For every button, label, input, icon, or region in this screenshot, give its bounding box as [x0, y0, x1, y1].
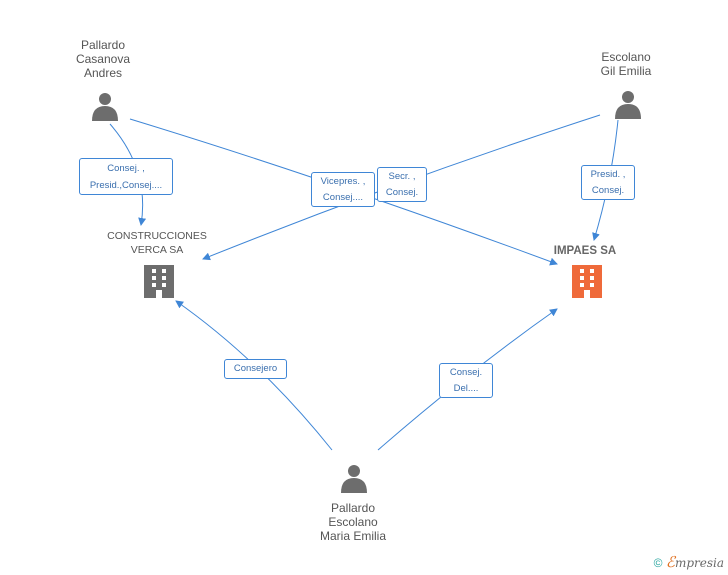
company-name-line: VERCA SA: [130, 244, 184, 256]
building-icon[interactable]: [144, 265, 174, 298]
name-line: Casanova: [75, 52, 131, 66]
relation-casanova-impaes[interactable]: Vicepres. , Consej....: [311, 172, 375, 207]
relation-line: Consej....: [322, 192, 364, 203]
logo-initial: ℰ: [665, 553, 675, 571]
company-label-construcciones-verca[interactable]: CONSTRUCCIONES VERCA SA: [95, 229, 219, 257]
relation-mariaemilia-verca[interactable]: Consejero: [224, 359, 287, 379]
person-label-escolano-gil[interactable]: Escolano Gil Emilia: [578, 50, 674, 78]
name-line: Pallardo: [330, 501, 376, 515]
name-line: Pallardo: [80, 38, 126, 52]
relation-line: Del....: [453, 383, 479, 394]
relation-line: Consej.: [385, 187, 419, 198]
person-icon[interactable]: [92, 93, 118, 121]
person-icon[interactable]: [341, 465, 367, 493]
name-line: Gil Emilia: [600, 64, 652, 78]
name-line: Andres: [83, 66, 123, 80]
building-icon[interactable]: [572, 265, 602, 298]
person-label-pallardo-escolano[interactable]: Pallardo Escolano Maria Emilia: [300, 501, 406, 543]
logo-text: mpresia: [674, 556, 724, 570]
relation-mariaemilia-impaes[interactable]: Consej. Del....: [439, 363, 493, 398]
footer-brand[interactable]: © ℰmpresia: [654, 553, 724, 571]
person-icon[interactable]: [615, 91, 641, 119]
relation-line: Presid.,Consej....: [89, 180, 163, 191]
relation-line: Consej. ,: [107, 163, 145, 174]
relation-gil-impaes[interactable]: Presid. , Consej.: [581, 165, 635, 200]
name-line: Escolano: [328, 515, 378, 529]
person-label-pallardo-casanova[interactable]: Pallardo Casanova Andres: [55, 38, 151, 80]
relation-line: Consej.: [449, 367, 483, 378]
relation-line: Consej.: [591, 185, 625, 196]
relation-line: Consejero: [233, 363, 278, 374]
company-name-line: IMPAES SA: [553, 245, 617, 257]
relation-casanova-verca[interactable]: Consej. , Presid.,Consej....: [79, 158, 173, 195]
company-label-impaes[interactable]: IMPAES SA: [540, 244, 630, 258]
copyright-symbol: ©: [653, 556, 663, 570]
name-line: Maria Emilia: [319, 529, 386, 543]
relation-gil-verca[interactable]: Secr. , Consej.: [377, 167, 427, 202]
empresia-logo: ℰmpresia: [665, 553, 724, 571]
company-name-line: CONSTRUCCIONES: [107, 230, 207, 242]
relation-line: Secr. ,: [388, 171, 416, 182]
name-line: Escolano: [601, 50, 651, 64]
relation-line: Vicepres. ,: [320, 176, 366, 187]
relation-line: Presid. ,: [590, 169, 626, 180]
